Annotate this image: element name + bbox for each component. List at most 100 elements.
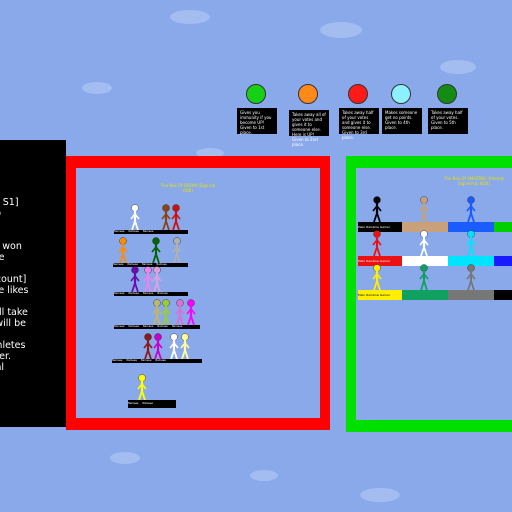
sign-up-box-title: The Box Of DOOM (Sign-Up BOX) [160, 183, 216, 193]
signed-up-box-title: The Box Of AMAZING (Already Signed-Up BO… [443, 176, 505, 186]
contestant-name: Nameee [127, 263, 138, 266]
info-line: ke real [0, 362, 5, 373]
stick-figure [180, 333, 190, 360]
contestant-name: Nameee [155, 359, 166, 362]
contestant-name: Nameee [156, 263, 167, 266]
info-line: people likes [0, 285, 29, 296]
contestant-name: Nameee [142, 230, 154, 233]
stick-figure [175, 299, 185, 326]
power-description: Makes someone get no points. Given to 4t… [382, 108, 422, 134]
contestant-slot [402, 256, 448, 266]
info-line [0, 263, 66, 274]
contestant-slot [448, 222, 494, 232]
contestant-name: Nameee [141, 263, 153, 266]
contestant-name: Nameee [142, 325, 154, 328]
stick-figure [186, 299, 196, 326]
info-line: s that won [2, 241, 22, 252]
stick-figure [372, 196, 382, 223]
info-line: Camp S1] [2, 197, 19, 208]
stick-figure [153, 333, 163, 360]
info-line: hamber. [0, 351, 12, 362]
stick-figure [130, 266, 140, 293]
stick-figure [171, 204, 181, 231]
stick-figure [466, 230, 476, 257]
cloud [250, 470, 278, 481]
contestant-name: Nameee [113, 263, 124, 266]
info-line: er account] [0, 274, 27, 285]
power-orb [348, 84, 368, 104]
contestant-slot: Plain Rainbow Gamer [358, 222, 402, 232]
contestant-name: Nameee [157, 325, 168, 328]
stick-figure [172, 237, 182, 264]
info-line [0, 329, 66, 340]
info-line: [vory! [0, 296, 66, 307]
stick-figure [152, 299, 162, 326]
stick-figure [419, 196, 429, 223]
cloud [320, 22, 362, 38]
contestant-slot [448, 290, 494, 300]
cloud [196, 148, 224, 158]
stick-figure [161, 204, 171, 231]
contestant-name: Nameee [112, 359, 123, 362]
stick-figure [466, 196, 476, 223]
power-orb [298, 84, 318, 104]
power-description: Gives you immunity if you become UP! Giv… [237, 108, 277, 135]
stick-figure [466, 264, 476, 291]
contestant-name: Nameee [128, 325, 139, 328]
info-line: huge [0, 219, 66, 230]
stick-figure [151, 237, 161, 264]
contestant-name: Nameee [114, 292, 125, 295]
contestant-name: Nameee [128, 292, 139, 295]
contestant-name: Nameee [114, 325, 125, 328]
stick-figure [169, 333, 179, 360]
power-description: Takes away half of your votes. Given to … [428, 108, 468, 134]
power-description: Takes away all of your votes and gives i… [289, 110, 329, 147]
contestant-slot [494, 256, 512, 266]
info-line: ed an [0, 230, 66, 241]
power-description: Takes away half of your votes and gives … [339, 108, 379, 140]
stick-figure [372, 230, 382, 257]
contestant-slot [448, 256, 494, 266]
contestant-slot [402, 290, 448, 300]
cloud [110, 452, 140, 464]
info-line: 1 sub [0, 208, 66, 219]
contestant-name: Nameee [114, 230, 125, 233]
contestant-name: Nameee [171, 325, 183, 328]
cloud [440, 60, 476, 74]
stick-figure [143, 333, 153, 360]
contestant-slot: Plain Rainbow Gamer [358, 290, 402, 300]
info-line: his will take [0, 307, 28, 318]
contestant-slot: Plain Rainbow Gamer [358, 256, 402, 266]
power-orb [246, 84, 266, 104]
stick-figure [419, 230, 429, 257]
contestant-name: Nameee [128, 402, 139, 405]
info-line: this will be [0, 318, 26, 329]
stick-figure [419, 264, 429, 291]
contestant-slot [494, 222, 512, 232]
contestant-name: Nameee [142, 292, 154, 295]
cloud [170, 10, 210, 24]
contestant-name: Nameee [157, 292, 168, 295]
stick-figure [118, 237, 128, 264]
stick-figure [143, 266, 153, 293]
contestant-name: Nameee [126, 359, 137, 362]
power-orb [437, 84, 457, 104]
contestant-slot [494, 290, 512, 300]
power-orb [391, 84, 411, 104]
stick-figure [130, 204, 140, 231]
contestant-name: Nameee [128, 230, 139, 233]
stick-figure [161, 299, 171, 326]
cloud [360, 488, 400, 502]
contestant-name: Nameee [140, 359, 152, 362]
stick-figure [152, 266, 162, 293]
stick-figure [137, 374, 147, 401]
contestant-name: Nameee [142, 402, 153, 405]
stick-figure [372, 264, 382, 291]
info-line: Marble [0, 252, 5, 263]
